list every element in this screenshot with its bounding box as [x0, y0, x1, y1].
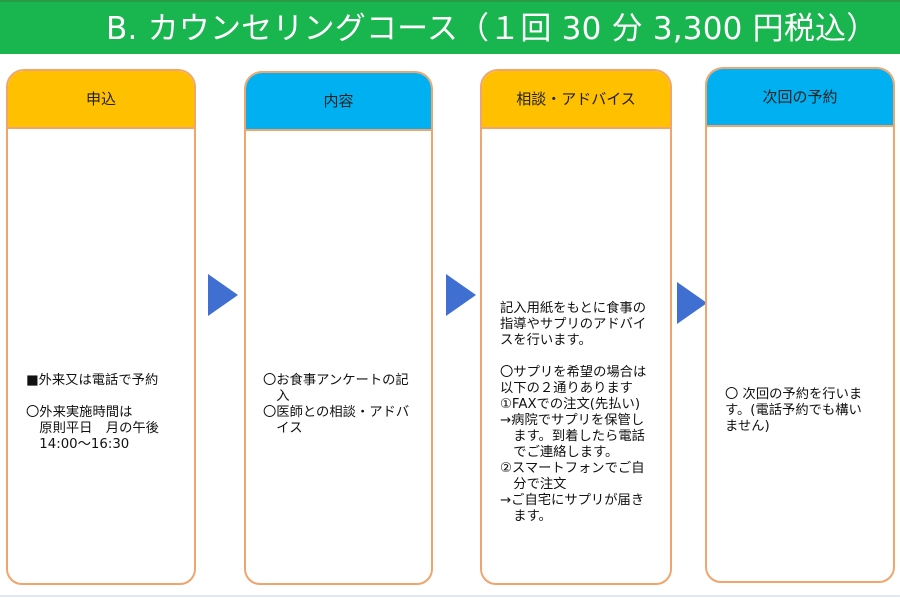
flow-step-next-appointment-title: 次回の予約: [707, 69, 893, 127]
content-line-2: 入: [263, 389, 290, 404]
flow-arrow-icon-3: [677, 282, 707, 324]
application-line-5: 14:00～16:30: [26, 437, 130, 452]
content-line-3: 〇医師との相談・アドバ: [263, 405, 410, 420]
consultation-line-14: ます。: [500, 509, 552, 524]
flow-step-next-appointment: 次回の予約 〇 次回の予約を行いま す。(電話予約でも構い ません): [705, 67, 895, 583]
consultation-line-1: 記入用紙をもとに食事の: [500, 301, 646, 316]
next-appointment-title-text: 次回の予約: [762, 88, 838, 106]
flow-arrow-icon-1: [208, 274, 238, 316]
consultation-line-13: →ご自宅にサプリが届き: [500, 493, 645, 508]
application-line-1: ■外来又は電話で予約: [26, 373, 159, 388]
next-appointment-line-1: 〇 次回の予約を行いま: [725, 387, 863, 402]
content-line-4: イス: [263, 421, 303, 436]
flow-step-consultation-title: 相談・アドバイス: [482, 71, 670, 129]
flow-step-content-title: 内容: [246, 73, 431, 131]
consultation-line-6: 以下の２通りあります: [500, 381, 633, 396]
consultation-line-8: →病院でサプリを保管し: [500, 413, 645, 428]
flow-step-application: 申込 ■外来又は電話で予約 〇外来実施時間は 原則平日 月の午後 14:00～1…: [6, 69, 196, 585]
next-appointment-line-2: す。(電話予約でも構い: [725, 403, 862, 418]
application-line-4: 原則平日 月の午後: [26, 421, 159, 436]
course-title: B. カウンセリングコース（１回 30 分 3,300 円税込）: [106, 11, 878, 47]
consultation-line-3: スを行います。: [500, 333, 592, 348]
content-line-1: 〇お食事アンケートの記: [263, 373, 409, 388]
consultation-line-11: ②スマートフォンでご自: [500, 461, 645, 476]
flow-step-content: 内容 〇お食事アンケートの記 入 〇医師との相談・アドバ イス: [244, 71, 433, 585]
flow-step-content-body: 〇お食事アンケートの記 入 〇医師との相談・アドバ イス: [246, 131, 431, 583]
consultation-line-10: でご連絡します。: [500, 445, 619, 460]
consultation-line-9: ます。到着したら電話: [500, 429, 645, 444]
page-bottom-rule: [0, 595, 900, 597]
flow-step-application-title: 申込: [8, 71, 194, 129]
application-line-3: 〇外来実施時間は: [26, 405, 133, 420]
course-header: B. カウンセリングコース（１回 30 分 3,300 円税込）: [0, 0, 900, 54]
content-title-text: 内容: [323, 92, 354, 110]
next-appointment-line-3: ません): [725, 419, 770, 434]
consultation-title-text: 相談・アドバイス: [516, 90, 636, 108]
flow-arrow-icon-2: [446, 274, 476, 316]
flow-step-application-body: ■外来又は電話で予約 〇外来実施時間は 原則平日 月の午後 14:00～16:3…: [8, 129, 194, 583]
consultation-line-12: 分で注文: [500, 477, 567, 492]
consultation-line-5: 〇サプリを希望の場合は: [500, 365, 647, 380]
application-title-text: 申込: [85, 90, 116, 108]
flow-step-consultation-body: 記入用紙をもとに食事の 指導やサプリのアドバイ スを行います。 〇サプリを希望の…: [482, 129, 670, 583]
consultation-line-2: 指導やサプリのアドバイ: [500, 317, 647, 332]
consultation-line-7: ①FAXでの注文(先払い): [500, 397, 641, 412]
flow-step-next-appointment-body: 〇 次回の予約を行いま す。(電話予約でも構い ません): [707, 127, 893, 581]
flow-step-consultation: 相談・アドバイス 記入用紙をもとに食事の 指導やサプリのアドバイ スを行います。…: [480, 69, 672, 585]
